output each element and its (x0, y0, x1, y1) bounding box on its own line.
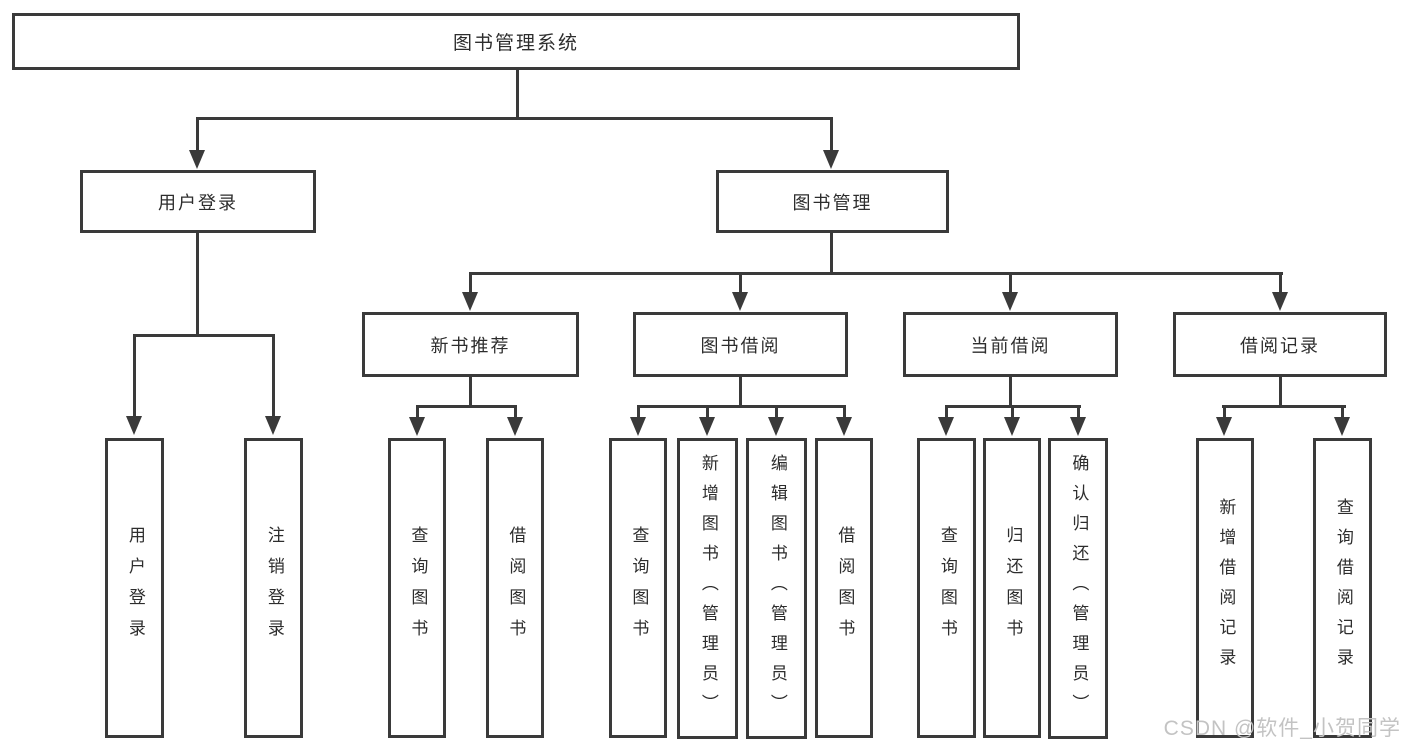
node-label: 查询借阅记录 (1333, 498, 1353, 678)
connector-line (416, 405, 517, 408)
node-book-borrow: 图书借阅 (633, 312, 848, 377)
node-label: 查询图书 (408, 526, 428, 650)
node-label: 图书借阅 (700, 335, 781, 356)
node-label: 借阅图书 (506, 526, 526, 650)
leaf-query-book-1: 查询图书 (388, 438, 446, 738)
leaf-confirm-return-admin: 确认归还（管理员） (1048, 438, 1108, 739)
arrow-down-icon (462, 274, 479, 311)
node-label: 确认归还（管理员） (1069, 453, 1089, 724)
node-label: 图书管理系统 (452, 33, 579, 54)
node-book-management: 图书管理 (716, 170, 949, 233)
node-label: 图书管理 (792, 192, 873, 213)
connector-line (1009, 377, 1012, 408)
node-new-book-recommend: 新书推荐 (362, 312, 579, 377)
connector-line (469, 272, 1283, 275)
node-label: 编辑图书（管理员） (767, 453, 787, 724)
connector-line (1222, 405, 1346, 408)
connector-line (469, 377, 472, 408)
leaf-return-book: 归还图书 (983, 438, 1041, 738)
arrow-down-icon (1002, 274, 1019, 311)
leaf-add-book-admin: 新增图书（管理员） (677, 438, 738, 739)
connector-line (133, 334, 275, 337)
connector-line (830, 232, 833, 274)
arrow-down-icon (836, 407, 853, 436)
arrow-down-icon (126, 336, 143, 435)
connector-line (516, 69, 519, 119)
leaf-add-borrow-record: 新增借阅记录 (1196, 438, 1254, 738)
leaf-edit-book-admin: 编辑图书（管理员） (746, 438, 807, 739)
node-label: 用户登录 (125, 526, 145, 650)
node-borrow-record: 借阅记录 (1173, 312, 1387, 377)
arrow-down-icon (507, 407, 524, 436)
arrow-down-icon (630, 407, 647, 436)
leaf-borrow-book-1: 借阅图书 (486, 438, 544, 738)
node-label: 注销登录 (264, 526, 284, 650)
connector-line (739, 377, 742, 408)
node-label: 归还图书 (1003, 526, 1023, 650)
connector-line (945, 405, 1081, 408)
leaf-query-book-2: 查询图书 (609, 438, 667, 738)
node-label: 借阅记录 (1240, 335, 1320, 356)
arrow-down-icon (189, 119, 206, 169)
node-label: 用户登录 (158, 192, 238, 213)
connector-line (196, 232, 199, 336)
node-label: 查询图书 (629, 526, 649, 650)
node-user-login: 用户登录 (80, 170, 316, 233)
node-label: 借阅图书 (835, 526, 855, 650)
arrow-down-icon (768, 407, 785, 436)
connector-line (1279, 377, 1282, 408)
connector-line (637, 405, 846, 408)
node-label: 新增图书（管理员） (698, 453, 718, 724)
arrow-down-icon (823, 119, 840, 169)
leaf-logout: 注销登录 (244, 438, 303, 738)
csdn-watermark: CSDN @软件_小贺同学 (1163, 717, 1401, 740)
leaf-user-login: 用户登录 (105, 438, 164, 738)
arrow-down-icon (1272, 274, 1289, 311)
arrow-down-icon (1216, 407, 1233, 436)
node-root-system: 图书管理系统 (12, 13, 1020, 70)
leaf-query-book-3: 查询图书 (917, 438, 976, 738)
arrow-down-icon (1070, 407, 1087, 436)
arrow-down-icon (1334, 407, 1351, 436)
arrow-down-icon (409, 407, 426, 436)
node-label: 当前借阅 (970, 335, 1051, 356)
leaf-borrow-book-2: 借阅图书 (815, 438, 873, 738)
node-label: 查询图书 (937, 526, 957, 650)
node-current-borrow: 当前借阅 (903, 312, 1118, 377)
leaf-query-borrow-record: 查询借阅记录 (1313, 438, 1372, 738)
arrow-down-icon (938, 407, 955, 436)
arrow-down-icon (699, 407, 716, 436)
node-label: 新书推荐 (430, 335, 511, 356)
arrow-down-icon (1004, 407, 1021, 436)
node-label: 新增借阅记录 (1216, 498, 1236, 678)
arrow-down-icon (265, 336, 282, 435)
connector-line (196, 117, 833, 120)
arrow-down-icon (732, 274, 749, 311)
